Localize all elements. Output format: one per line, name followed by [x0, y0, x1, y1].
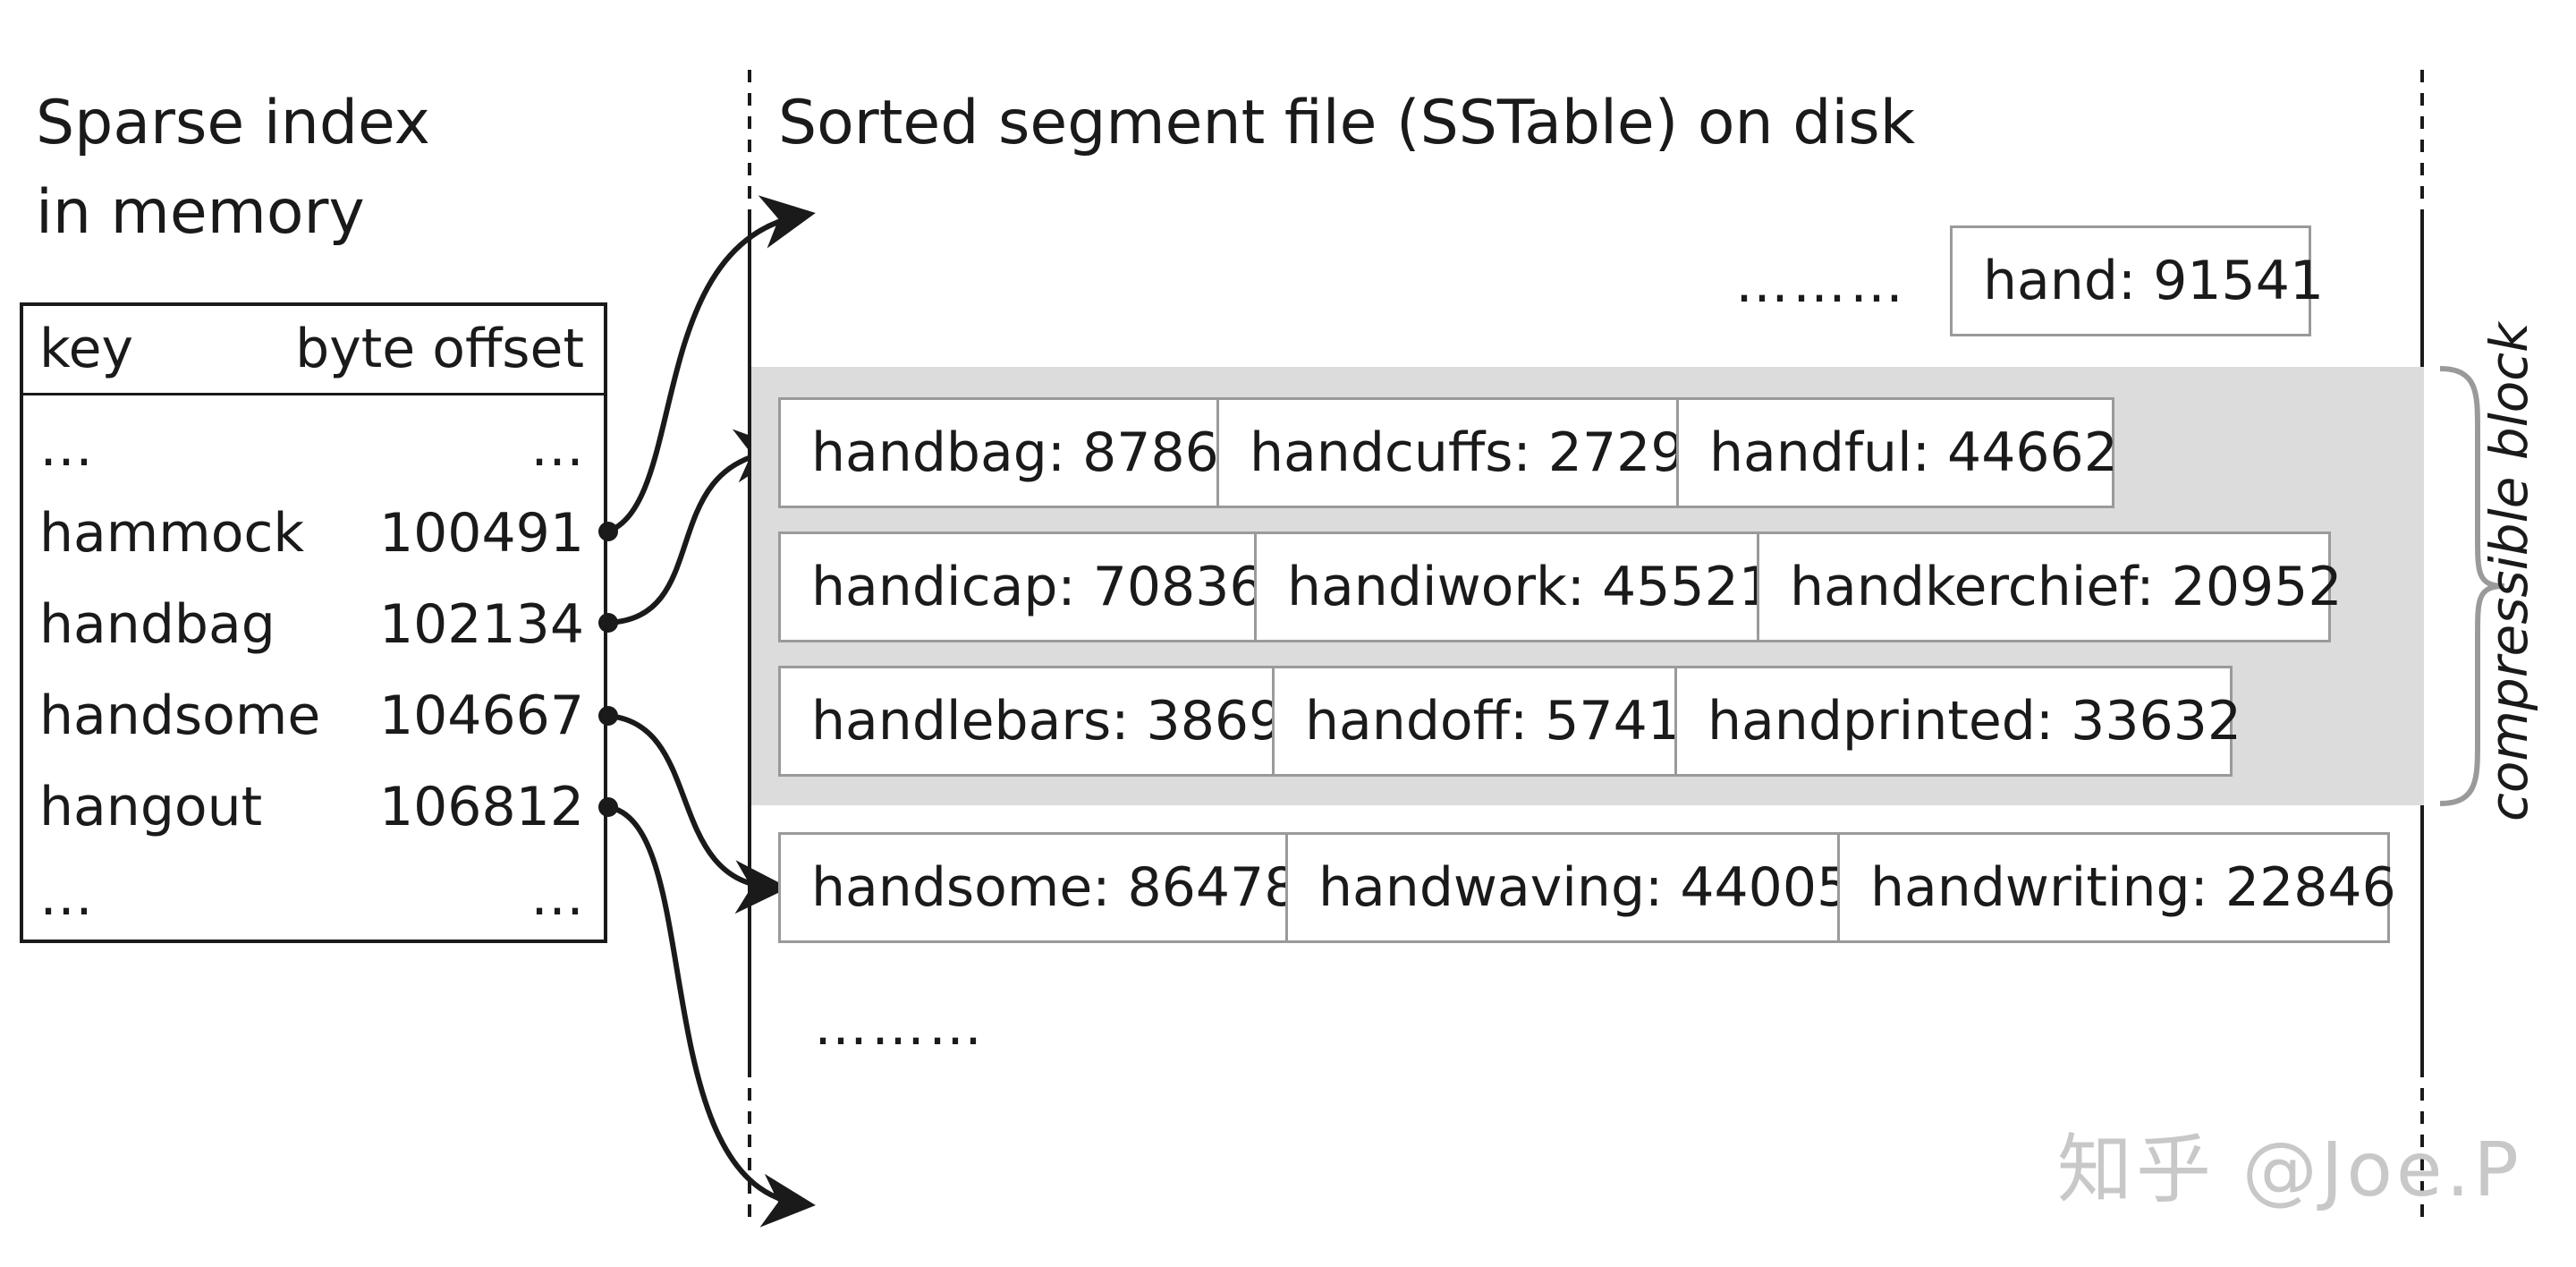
sparse-index-title-line2: in memory [36, 177, 365, 248]
compressible-block-label: compressible block [2479, 322, 2539, 821]
arrow-handsome [607, 713, 789, 914]
segment-top-ellipsis: ……… [1735, 252, 1907, 315]
segment-entry-hand: hand: 91541 [1950, 225, 2324, 336]
row-key: … [39, 865, 93, 928]
sparse-index-table: key byte offset … … hammock 100491 handb… [20, 302, 607, 943]
sparse-index-title-line1: Sparse index [36, 88, 430, 158]
segment-entry: handprinted: 33632 [1674, 666, 2241, 777]
row-key: hangout [39, 776, 263, 838]
watermark: 知乎 @Joe.P [2057, 1126, 2522, 1213]
row-offset: … [530, 416, 584, 479]
segment-entry: handcuffs: 2729 [1216, 397, 1685, 508]
sstable-title: Sorted segment file (SSTable) on disk [778, 88, 1916, 158]
segment-entry: handlebars: 3869 [778, 666, 1283, 777]
row-offset: 102134 [378, 593, 584, 656]
arrow-handbag [607, 429, 789, 625]
row-key: handbag [39, 593, 275, 656]
arrow-hangout [607, 804, 816, 1228]
row-key: … [39, 416, 93, 479]
row-offset: 100491 [378, 502, 584, 565]
segment-entry: handkerchief: 20952 [1757, 531, 2343, 642]
segment-entry: handwriting: 22846 [1837, 832, 2396, 943]
segment-entry: handicap: 70836 [778, 531, 1264, 642]
row-offset: … [530, 865, 584, 928]
index-header: key byte offset [23, 306, 604, 395]
row-key: hammock [39, 502, 305, 565]
segment-entry: handsome: 86478 [778, 832, 1298, 943]
segment-entry: handwaving: 44005 [1285, 832, 1851, 943]
segment-entry: handiwork: 45521 [1254, 531, 1773, 642]
arrow-hammock [606, 195, 816, 534]
segment-bottom-ellipsis: ……… [814, 995, 986, 1058]
segment-entry: handoff: 5741 [1272, 666, 1682, 777]
row-key: handsome [39, 685, 321, 747]
segment-entry: handbag: 8786 [778, 397, 1219, 508]
segment-entry: handful: 44662 [1676, 397, 2118, 508]
block-brace [2439, 366, 2505, 806]
header-byte-offset: byte offset [295, 318, 584, 380]
row-offset: 106812 [378, 776, 584, 838]
row-offset: 104667 [378, 685, 584, 747]
header-key: key [39, 318, 134, 380]
